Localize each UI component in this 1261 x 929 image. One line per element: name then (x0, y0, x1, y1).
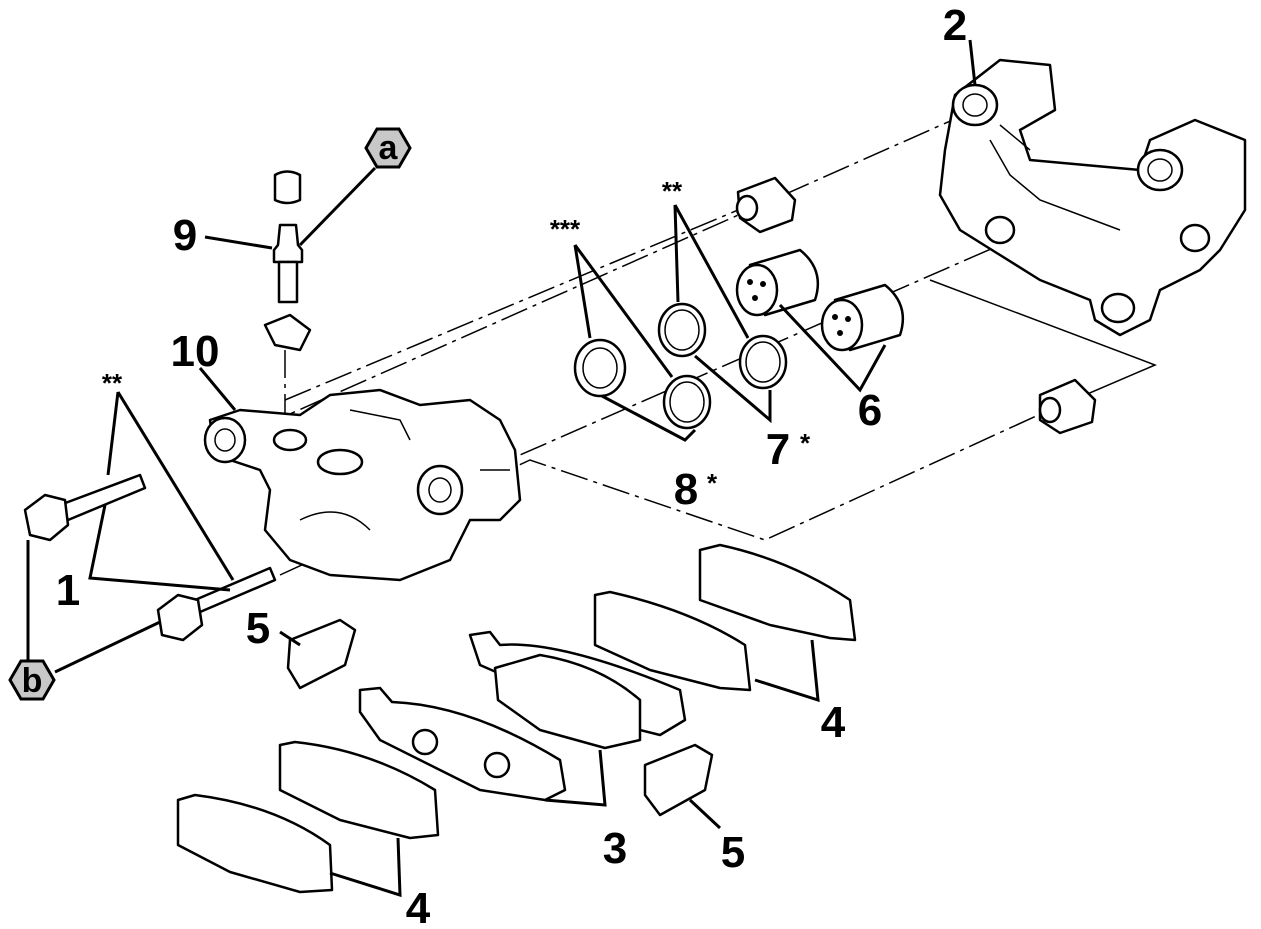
label-part-2: 2 (943, 1, 967, 50)
asterisk-bolts: ** (102, 368, 123, 398)
callout-b-label: b (22, 662, 43, 700)
caliper-pins (23, 473, 277, 642)
label-part-8: 8 (674, 465, 698, 514)
pistons (735, 248, 905, 352)
pin-boot-upper (735, 176, 797, 234)
caliper-body (203, 388, 522, 582)
label-part-7: 7 (766, 425, 790, 474)
part-labels: 2 9 10 ** *** ** 6 7 * 8 * 1 5 4 3 5 4 (56, 1, 967, 929)
label-part-1: 1 (56, 566, 80, 615)
callout-b: b (8, 659, 56, 701)
label-part-3: 3 (603, 824, 627, 873)
asterisk-seals-8: *** (550, 214, 581, 244)
brake-pads (176, 543, 857, 894)
asterisk-8: * (707, 468, 718, 498)
label-part-4-left: 4 (406, 884, 431, 929)
label-part-4-right: 4 (821, 698, 846, 747)
bleed-valve (263, 170, 312, 352)
caliper-bracket (938, 58, 1247, 337)
seals (573, 302, 788, 430)
label-part-5-right: 5 (721, 828, 745, 877)
label-part-9: 9 (173, 211, 197, 260)
label-part-10: 10 (171, 327, 220, 376)
pin-boot-lower (1038, 378, 1097, 435)
asterisk-7: * (800, 428, 811, 458)
label-part-6: 6 (858, 386, 882, 435)
asterisk-seals-7: ** (662, 176, 683, 206)
callout-a: a (364, 127, 412, 169)
callout-a-label: a (379, 129, 399, 167)
leader-lines (26, 39, 977, 898)
label-part-5-left: 5 (246, 604, 270, 653)
